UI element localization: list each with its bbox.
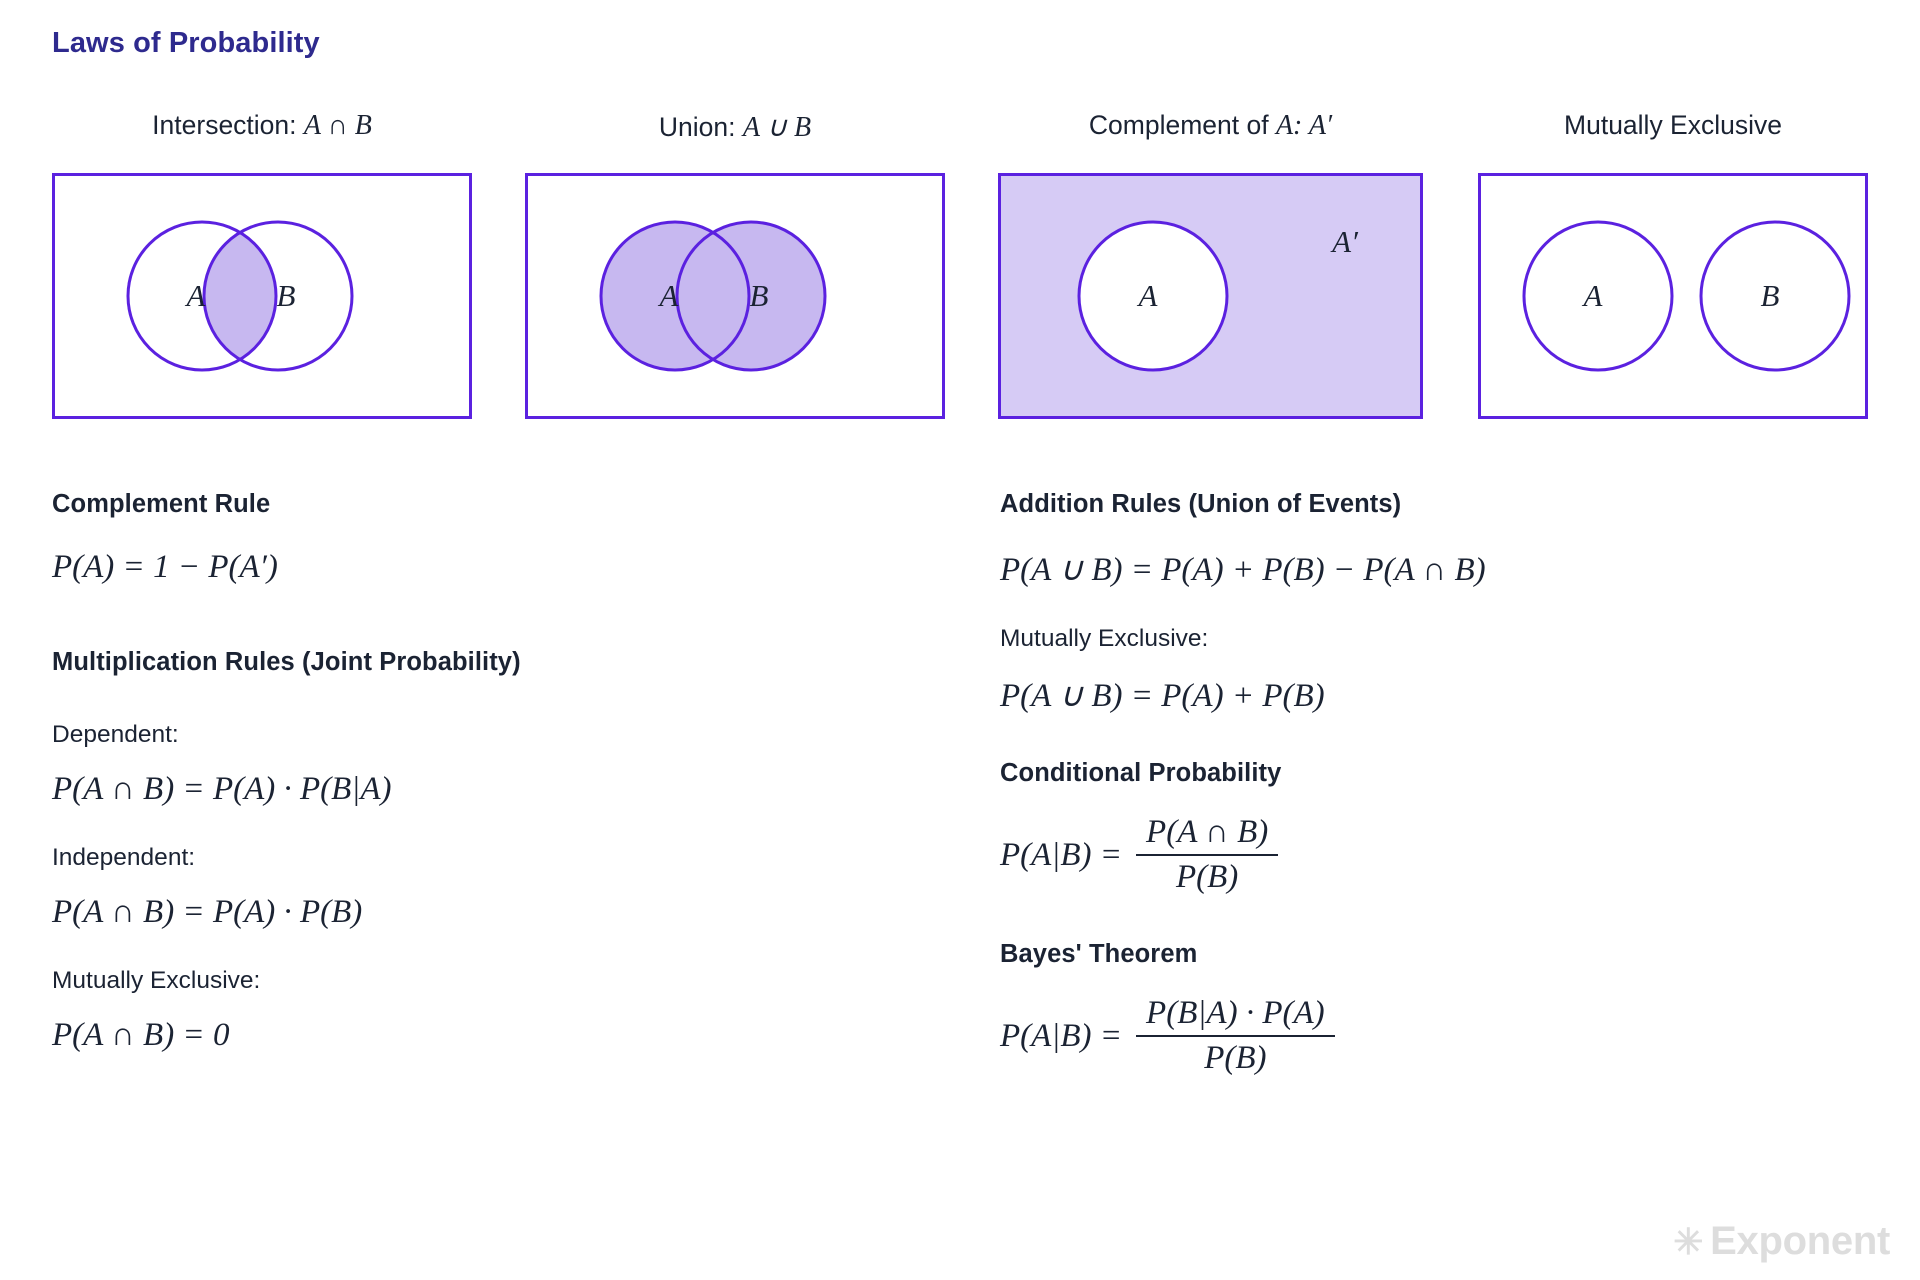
addition-rules-formula: P(A ∪ B) = P(A) + P(B) − P(A ∩ B) [1000, 552, 1486, 588]
dependent-label: Dependent: [52, 721, 179, 748]
caption-prefix: Intersection: [152, 110, 297, 140]
conditional-probability-heading: Conditional Probability [1000, 759, 1282, 787]
set-label-b: B [276, 278, 296, 313]
complement-label: A′ [1332, 224, 1358, 259]
set-label-b: B [1760, 278, 1780, 313]
conditional-numerator: P(A ∩ B) [1146, 814, 1269, 850]
set-label-a: A [659, 278, 679, 313]
mutually-exclusive-formula: P(A ∩ B) = 0 [52, 1017, 230, 1053]
addition-mutually-exclusive-label: Mutually Exclusive: [1000, 625, 1209, 652]
venn-mutually-exclusive-svg [1522, 220, 1851, 372]
universe-box [52, 173, 472, 419]
diagram-complement-caption: Complement of A: A′ [998, 110, 1423, 142]
mutually-exclusive-label: Mutually Exclusive: [52, 967, 261, 994]
universe-box-filled [998, 173, 1423, 419]
fraction-bar [1136, 1035, 1335, 1037]
addition-rules-heading: Addition Rules (Union of Events) [1000, 490, 1402, 518]
conditional-lhs: P(A|B) = [1000, 836, 1123, 873]
caption-prefix: Mutually Exclusive [1564, 110, 1782, 140]
caption-prefix: Union: [658, 112, 736, 142]
bayes-theorem-heading: Bayes' Theorem [1000, 940, 1198, 968]
diagram-mutually-exclusive-caption: Mutually Exclusive [1478, 110, 1868, 141]
page-title: Laws of Probability [52, 27, 320, 59]
complement-rule-heading: Complement Rule [52, 490, 271, 518]
bayes-theorem-formula: P(A|B) = P(B|A) · P(A) P(B) [1000, 995, 1880, 1077]
caption-math: A ∪ B [742, 112, 812, 143]
set-label-a: A [1138, 278, 1158, 313]
exponent-watermark: ✳ Exponent [1673, 1219, 1890, 1264]
bayes-numerator: P(B|A) · P(A) [1146, 995, 1325, 1031]
multiplication-rules-heading: Multiplication Rules (Joint Probability) [52, 648, 521, 676]
right-formula-column: Addition Rules (Union of Events) P(A ∪ B… [1000, 490, 1880, 1077]
addition-mutually-exclusive-formula: P(A ∪ B) = P(A) + P(B) [1000, 678, 1325, 714]
section-bayes-theorem: Bayes' Theorem P(A|B) = P(B|A) · P(A) P(… [1000, 940, 1880, 1077]
conditional-probability-formula: P(A|B) = P(A ∩ B) P(B) [1000, 814, 1880, 896]
section-conditional-probability: Conditional Probability P(A|B) = P(A ∩ B… [1000, 759, 1880, 896]
venn-intersection-svg [126, 220, 354, 372]
set-label-a: A [186, 278, 206, 313]
set-label-a: A [1583, 278, 1603, 313]
section-complement-rule: Complement Rule P(A) = 1 − P(A′) [52, 490, 932, 586]
bayes-fraction: P(B|A) · P(A) P(B) [1136, 995, 1335, 1077]
left-formula-column: Complement Rule P(A) = 1 − P(A′) Multipl… [52, 490, 932, 1054]
complement-rule-formula: P(A) = 1 − P(A′) [52, 549, 278, 585]
conditional-fraction: P(A ∩ B) P(B) [1136, 814, 1279, 896]
conditional-denominator: P(B) [1175, 859, 1239, 895]
fraction-bar [1136, 854, 1279, 856]
independent-formula: P(A ∩ B) = P(A) · P(B) [52, 894, 363, 930]
diagram-union-caption: Union: A ∪ B [525, 110, 945, 144]
caption-prefix: Complement of [1088, 110, 1269, 140]
section-addition-rules: Addition Rules (Union of Events) P(A ∪ B… [1000, 490, 1880, 715]
venn-diagram-strip: Intersection: A ∩ B A B Union: A ∪ B [0, 110, 1920, 420]
venn-complement-svg [1077, 220, 1229, 372]
watermark-label: Exponent [1710, 1219, 1890, 1263]
caption-math: A ∩ B [303, 110, 372, 141]
bayes-lhs: P(A|B) = [1000, 1017, 1123, 1054]
venn-union-svg [599, 220, 827, 372]
diagram-intersection-caption: Intersection: A ∩ B [52, 110, 472, 142]
asterisk-icon: ✳ [1673, 1220, 1704, 1262]
dependent-formula: P(A ∩ B) = P(A) · P(B|A) [52, 771, 392, 807]
bayes-denominator: P(B) [1204, 1040, 1267, 1076]
section-multiplication-rules: Multiplication Rules (Joint Probability)… [52, 648, 932, 1054]
set-label-b: B [749, 278, 769, 313]
caption-math: A: A′ [1275, 110, 1333, 141]
independent-label: Independent: [52, 844, 196, 871]
